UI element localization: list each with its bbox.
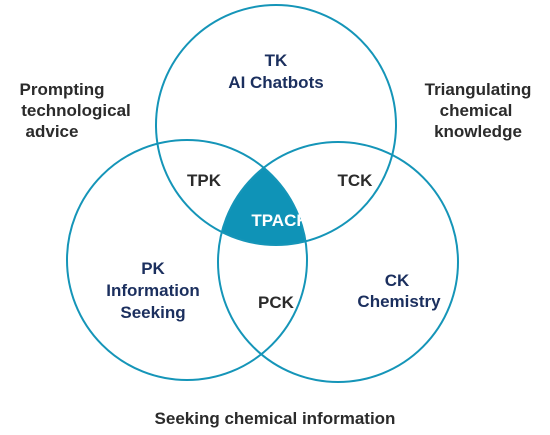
seeking-info-label: Seeking chemical information (155, 409, 396, 428)
tpack-label: TPACK (251, 211, 309, 230)
tk-circle (155, 4, 397, 246)
tk-name: AI Chatbots (228, 73, 323, 92)
ck-abbr: CK (385, 271, 410, 290)
tpack-region (218, 142, 307, 245)
tk-abbr: TK (265, 51, 288, 70)
tpk-label: TPK (187, 171, 222, 190)
prompting-label-line2: technological (21, 101, 131, 120)
triangulating-label-line3: knowledge (434, 122, 522, 141)
pk-line1: Information (106, 281, 200, 300)
triangulating-label-line1: Triangulating (425, 80, 532, 99)
ck-name: Chemistry (357, 292, 441, 311)
prompting-label-line3: advice (26, 122, 79, 141)
pk-circle (66, 139, 308, 381)
pk-line2: Seeking (120, 303, 185, 322)
triangulating-label-line2: chemical (440, 101, 513, 120)
prompting-label-line1: Prompting (20, 80, 105, 99)
tck-label: TCK (338, 171, 374, 190)
pk-abbr: PK (141, 259, 165, 278)
pck-label: PCK (258, 293, 295, 312)
ck-circle (217, 141, 459, 383)
